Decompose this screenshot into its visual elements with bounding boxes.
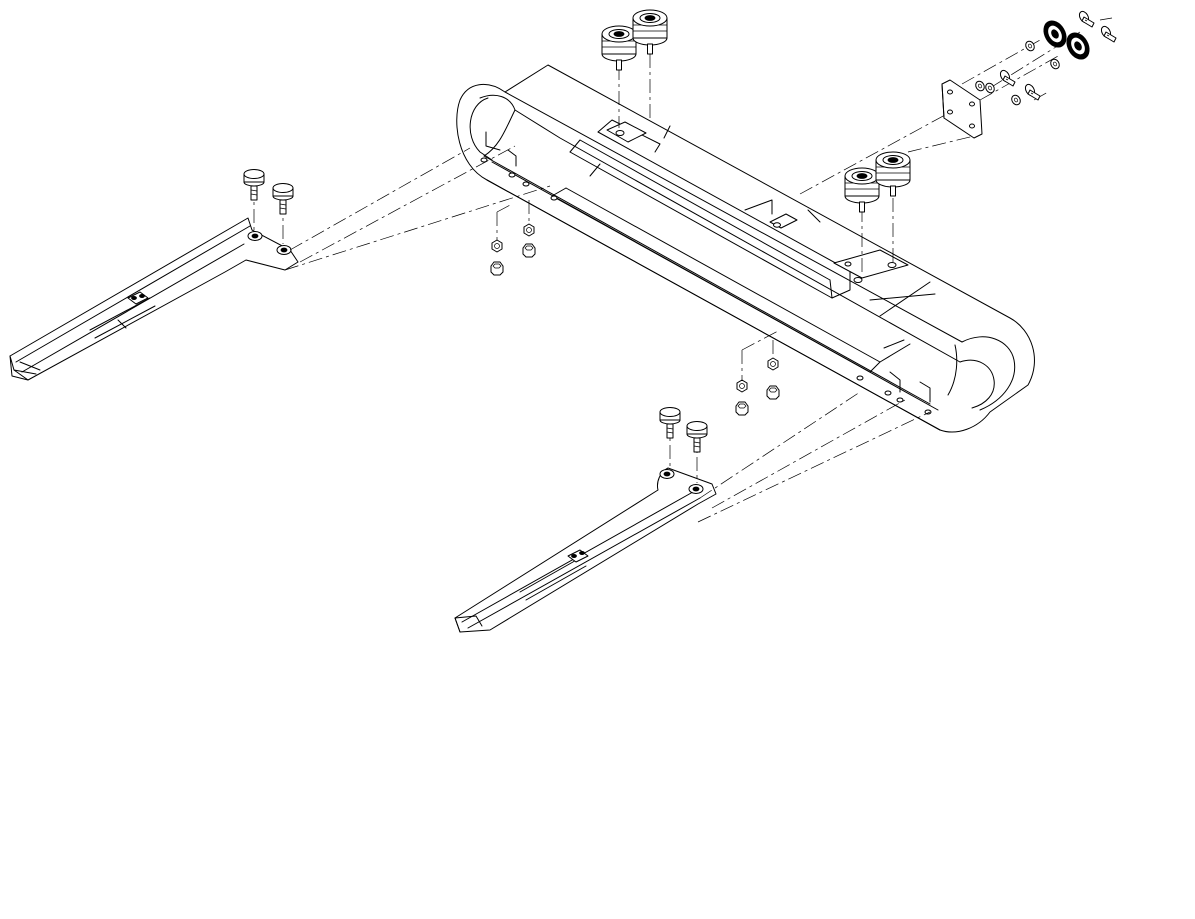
main-frame <box>456 64 1035 433</box>
left-nuts <box>490 223 536 276</box>
roller-1 <box>601 25 637 71</box>
side-rollers <box>844 151 911 213</box>
roller-3 <box>844 167 880 213</box>
bracket-hardware <box>973 9 1117 107</box>
right-support-arm <box>454 467 717 633</box>
washer-nut-4 <box>767 357 779 371</box>
spacer-1 <box>973 79 987 93</box>
left-support-arm <box>9 217 299 381</box>
washer-2 <box>983 81 997 95</box>
washer-1 <box>1023 39 1037 53</box>
assembly-center-lines <box>253 17 1113 523</box>
hex-nut-2 <box>522 243 536 258</box>
right-arm-bolts <box>659 407 708 453</box>
left-arm-bolts <box>243 169 294 215</box>
washer-nut-2 <box>523 223 535 237</box>
screw-1 <box>1077 9 1095 28</box>
roller-2 <box>632 9 668 55</box>
screw-2 <box>1099 24 1117 43</box>
washer-4 <box>1009 93 1023 107</box>
screw-3 <box>998 68 1016 87</box>
hex-nut-4 <box>766 385 780 400</box>
top-rollers <box>601 9 668 71</box>
bolt-2 <box>272 183 294 215</box>
roller-4 <box>875 151 911 197</box>
roller-bracket-plate <box>941 79 983 139</box>
hex-nut-3 <box>735 401 749 416</box>
hex-nut-1 <box>490 261 504 276</box>
bolt-4 <box>686 421 708 453</box>
bolt-1 <box>243 169 265 201</box>
guide-wheel-2 <box>1061 28 1095 64</box>
washer-nut-3 <box>736 379 748 393</box>
bolt-3 <box>659 407 681 439</box>
screw-4 <box>1023 82 1041 101</box>
washer-nut-1 <box>491 239 503 253</box>
guide-wheel-1 <box>1038 16 1072 52</box>
right-nuts <box>735 357 780 416</box>
washer-3 <box>1048 57 1062 71</box>
